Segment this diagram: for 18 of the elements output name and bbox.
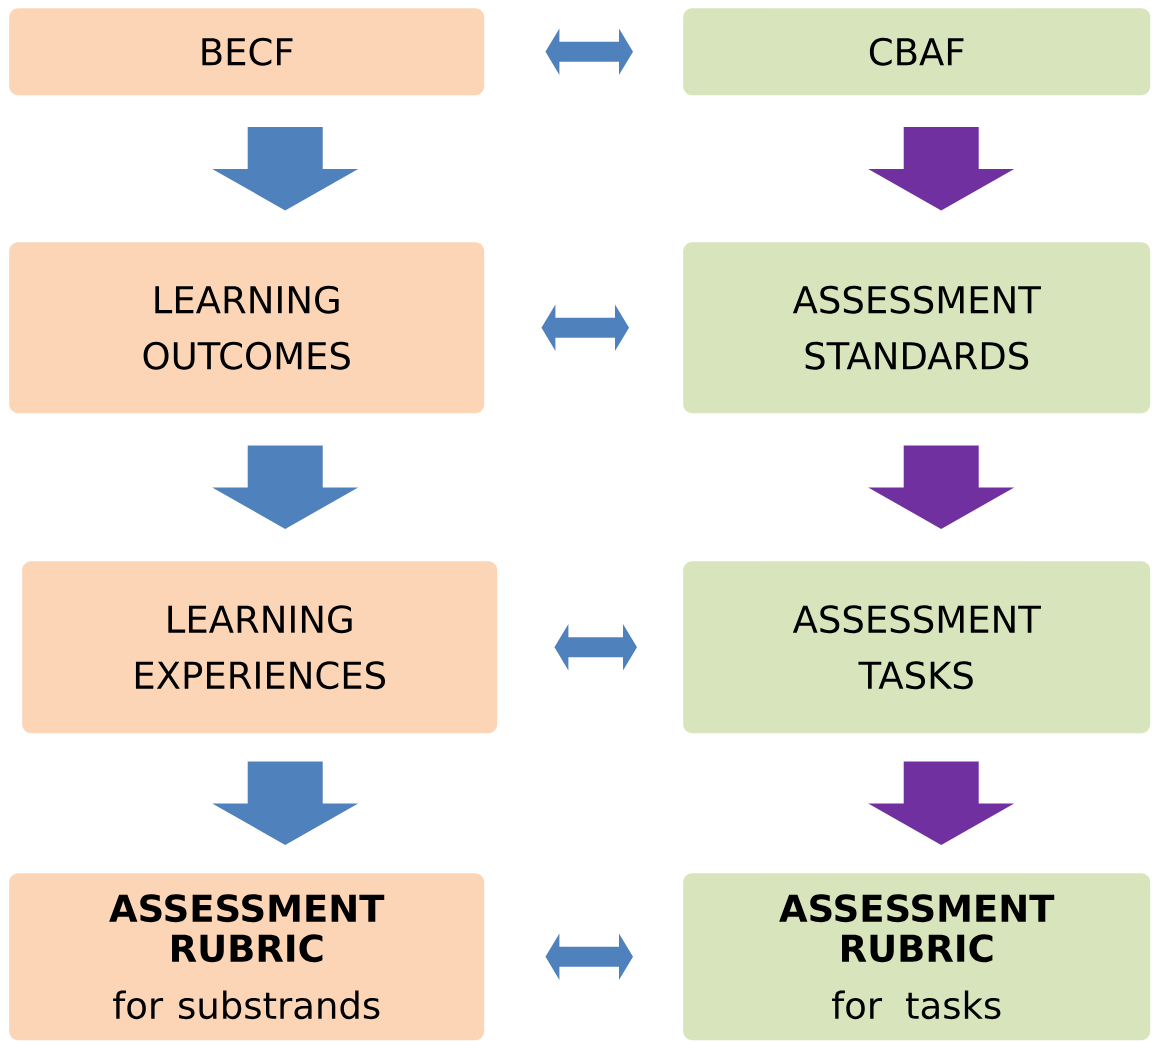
double-arrow xyxy=(554,623,637,671)
block-arrow xyxy=(212,445,359,529)
double-arrow xyxy=(545,933,633,980)
process-box: ASSESSMENT TASKS xyxy=(683,561,1151,734)
block-arrow xyxy=(212,761,359,845)
block-arrow xyxy=(868,126,1015,211)
process-box: ASSESSMENT RUBRIC for substrands xyxy=(9,873,485,1041)
process-box: CBAF xyxy=(683,8,1151,96)
double-arrow xyxy=(541,304,629,351)
process-box: ASSESSMENT RUBRIC for tasks xyxy=(683,873,1151,1041)
process-box: ASSESSMENT STANDARDS xyxy=(683,242,1151,414)
process-box: BECF xyxy=(9,8,485,96)
block-arrow xyxy=(212,126,359,211)
process-box: LEARNING OUTCOMES xyxy=(9,242,485,414)
block-arrow xyxy=(868,445,1015,529)
block-arrow xyxy=(868,761,1015,845)
double-arrow xyxy=(545,28,633,75)
process-box: LEARNING EXPERIENCES xyxy=(22,561,498,734)
